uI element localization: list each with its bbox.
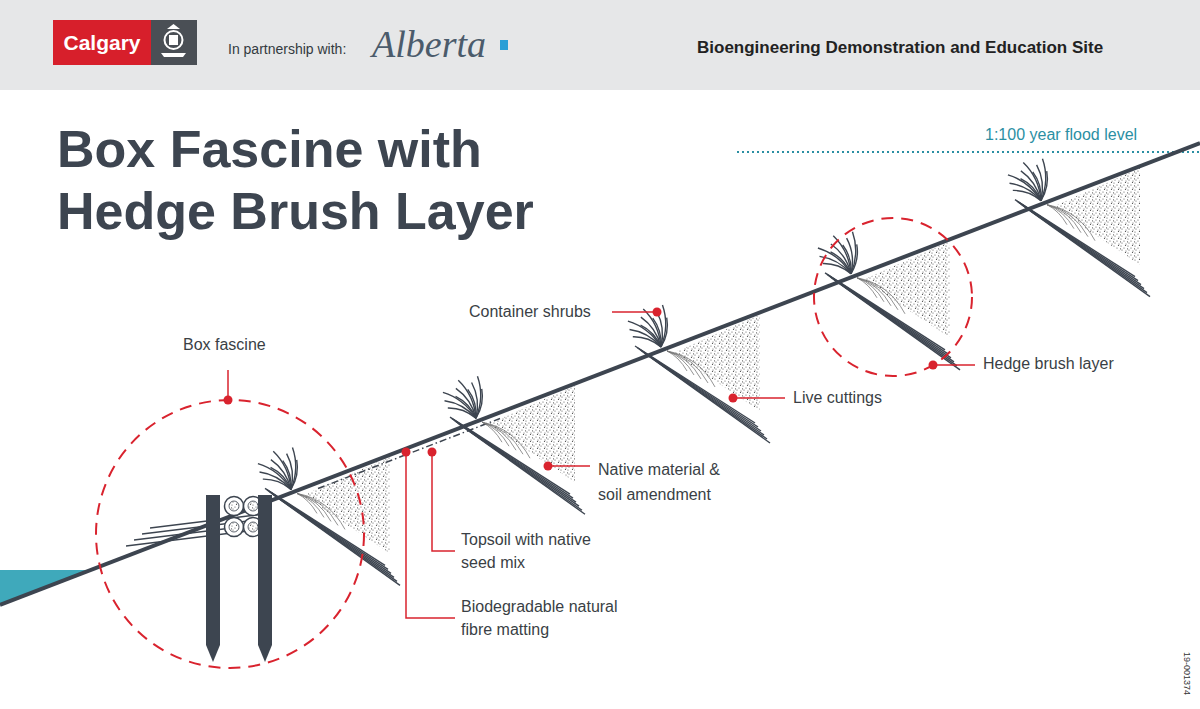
crest-ring <box>165 31 183 49</box>
partner-logo: Alberta <box>372 22 486 66</box>
shrub-root <box>667 351 708 383</box>
document-number: 19-001374 <box>1182 652 1192 695</box>
shrub-root <box>297 493 331 521</box>
crest-shield <box>169 35 178 45</box>
shrub-root <box>857 278 905 314</box>
shrub-leaf <box>1041 159 1046 201</box>
leader-dot <box>729 394 738 403</box>
leader-line <box>737 397 785 399</box>
site-name: Bioengineering Demonstration and Educati… <box>697 38 1103 58</box>
leader-dot <box>544 462 553 471</box>
partner-text: In partnership with: <box>228 41 346 57</box>
stake <box>206 495 220 662</box>
part-label: Hedge brush layer <box>983 355 1114 373</box>
shrub-leaf <box>283 461 291 490</box>
leader-dot <box>929 361 938 370</box>
shrub-leaf <box>1041 171 1047 200</box>
fascine-bundle <box>225 518 244 537</box>
brush-layer <box>258 447 400 585</box>
fascine-bundle-core <box>229 501 239 511</box>
part-label: Box fascine <box>183 336 266 354</box>
crest-top <box>167 24 180 29</box>
part-label: Live cuttings <box>793 389 882 407</box>
shrub-root <box>1047 205 1095 241</box>
part-label: Native material & soil amendment <box>598 457 748 507</box>
shrub-leaf <box>851 232 856 274</box>
shrub-root <box>482 422 530 458</box>
logo-box: Calgary <box>53 20 151 65</box>
shrub-root <box>1047 205 1088 237</box>
shrub-leaf <box>851 244 857 273</box>
shrub-root <box>1047 205 1081 233</box>
shrub-leaf <box>476 376 481 418</box>
leader-line <box>432 456 455 551</box>
shrub-root <box>857 278 898 310</box>
leader-dot <box>402 448 411 457</box>
logo-text: Calgary <box>63 31 140 55</box>
shrub-leaf <box>657 311 663 347</box>
crest-base <box>161 53 186 57</box>
diagram-title: Box Fascine with Hedge Brush Layer <box>57 118 577 242</box>
leader-line <box>937 364 975 366</box>
live-cutting <box>1025 207 1150 296</box>
shrub-leaf <box>1037 165 1043 201</box>
shrub-leaf <box>291 460 297 489</box>
shrub-leaf <box>661 318 667 347</box>
leader-line <box>227 370 229 396</box>
shrub-root <box>667 351 715 387</box>
shrub-leaf <box>291 447 296 489</box>
flood-level-line <box>737 151 1200 153</box>
crest-panel <box>150 20 197 65</box>
fascine-bundle <box>225 497 244 516</box>
live-cutting <box>460 425 585 515</box>
shrub-root <box>667 351 701 379</box>
header-bar <box>0 0 1200 90</box>
live-cutting <box>835 280 960 370</box>
shrub-root <box>482 422 523 454</box>
leader-dot <box>428 448 437 457</box>
callout-circle <box>814 218 972 376</box>
shrub-leaf <box>472 382 478 418</box>
part-label: Biodegradable natural fibre matting <box>461 595 646 641</box>
live-cutting <box>275 496 400 586</box>
crest-icon <box>161 24 186 57</box>
shrub-leaf <box>661 305 666 347</box>
leader-line <box>552 465 590 467</box>
fascine-bundle-core <box>229 522 239 532</box>
shrub-leaf <box>653 318 661 347</box>
leader-line <box>406 456 455 618</box>
shrub-leaf <box>476 389 482 418</box>
fascine-bundle-core <box>248 501 258 511</box>
part-label: Container shrubs <box>469 303 591 321</box>
shrub-leaf <box>847 238 853 274</box>
shrub-leaf <box>287 454 293 490</box>
callout-circle <box>96 400 364 668</box>
shrub-leaf <box>1033 172 1041 201</box>
shrub-root <box>297 493 345 529</box>
shrub-root <box>482 422 516 450</box>
stake <box>258 495 272 662</box>
shrub-root <box>857 278 891 306</box>
part-label: Topsoil with native seed mix <box>461 528 621 574</box>
alberta-mark <box>500 40 508 50</box>
leader-dot <box>224 396 233 405</box>
leader-dot <box>653 308 662 317</box>
brush-layer <box>818 232 960 370</box>
flood-level-label: 1:100 year flood level <box>985 126 1137 144</box>
brush-layer <box>443 376 585 514</box>
box-fascine <box>126 495 272 662</box>
shrub-root <box>297 493 338 525</box>
brush-layer <box>628 305 770 443</box>
leader-line <box>612 311 653 313</box>
shrub-leaf <box>843 245 851 274</box>
brush-layer <box>1008 159 1150 297</box>
fascine-bundle-core <box>248 522 258 532</box>
shrub-leaf <box>468 389 476 418</box>
